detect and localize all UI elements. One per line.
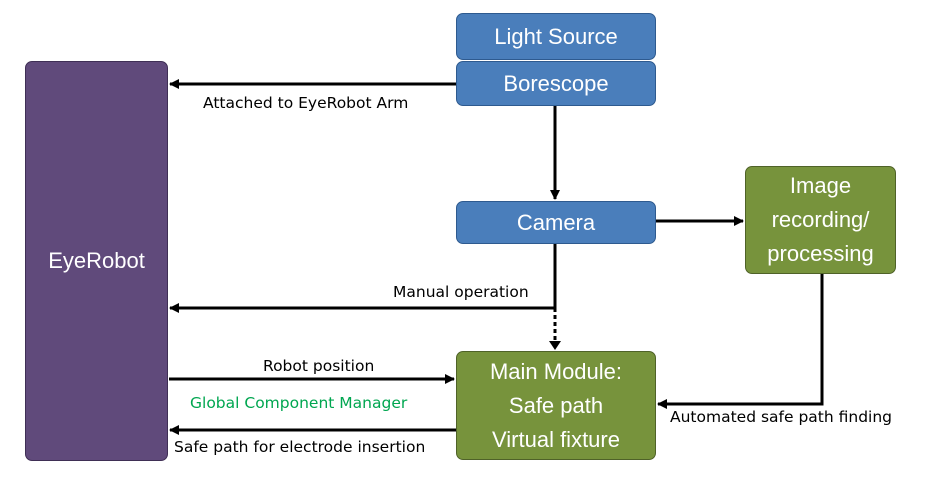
image-processing-line-2: recording/ bbox=[771, 207, 870, 232]
light-source-box: Light Source bbox=[456, 13, 656, 60]
image-processing-box: Image recording/ processing bbox=[745, 166, 896, 274]
borescope-label: Borescope bbox=[503, 70, 609, 96]
image-processing-line-1: Image bbox=[789, 173, 852, 198]
main-module-line-2: Safe path bbox=[508, 392, 604, 418]
edge-label-global-manager: Global Component Manager bbox=[190, 394, 408, 412]
arrowhead-camera-to-main bbox=[549, 341, 561, 350]
main-module-line-3: Virtual fixture bbox=[492, 426, 620, 452]
edge-label-attached: Attached to EyeRobot Arm bbox=[203, 94, 409, 112]
camera-label: Camera bbox=[516, 209, 596, 235]
arrow-automated-path bbox=[657, 274, 824, 409]
eyerobot-box: EyeRobot bbox=[25, 61, 168, 461]
main-module-line-1: Main Module: bbox=[489, 358, 623, 384]
edge-label-automated: Automated safe path finding bbox=[670, 408, 893, 426]
edge-label-safe-path: Safe path for electrode insertion bbox=[174, 438, 426, 456]
edge-label-robot-position: Robot position bbox=[263, 357, 375, 375]
edge-label-manual: Manual operation bbox=[393, 283, 529, 301]
image-processing-line-3: processing bbox=[767, 241, 874, 266]
borescope-box: Borescope bbox=[456, 61, 656, 106]
light-source-label: Light Source bbox=[494, 23, 618, 49]
eyerobot-label: EyeRobot bbox=[48, 248, 145, 273]
camera-box: Camera bbox=[456, 201, 656, 244]
main-module-box: Main Module: Safe path Virtual fixture bbox=[456, 351, 656, 460]
